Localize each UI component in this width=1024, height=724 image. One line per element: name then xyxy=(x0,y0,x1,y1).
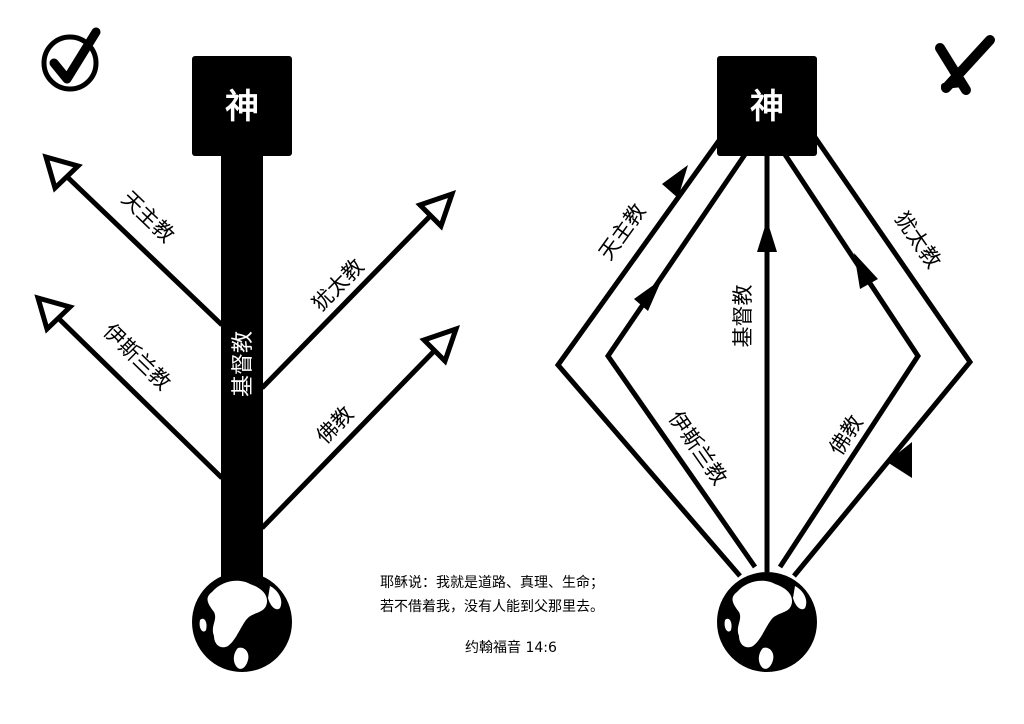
right-panel: 神 天主教 伊斯兰教 基督教 佛教 犹太教 xyxy=(554,35,995,672)
christianity-trunk xyxy=(221,150,263,590)
left-branches xyxy=(50,168,442,530)
arrowhead-christianity-right-icon xyxy=(757,220,777,252)
god-label-right: 神 xyxy=(750,87,784,127)
label-christianity-right: 基督教 xyxy=(731,285,755,348)
arrowhead-buddhism-icon xyxy=(419,324,461,366)
verse-line-1: 耶稣说：我就是道路、真理、生命； xyxy=(380,574,604,591)
right-arrowheads xyxy=(634,165,912,478)
cross-mark-icon xyxy=(935,35,995,95)
path-catholic xyxy=(554,126,742,578)
path-islam xyxy=(604,148,758,569)
god-box-left xyxy=(192,56,292,156)
arrowhead-catholic-icon xyxy=(42,153,83,193)
check-mark-icon xyxy=(41,27,101,92)
arrowhead-islam-icon xyxy=(34,294,75,334)
branch-catholic xyxy=(58,168,224,327)
label-buddhism-right: 佛教 xyxy=(825,411,868,459)
god-box-right xyxy=(717,56,817,156)
label-catholic-right: 天主教 xyxy=(594,199,650,264)
label-catholic-left: 天主教 xyxy=(117,187,179,248)
globe-left-icon xyxy=(192,572,292,672)
arrowhead-judaism-right-icon xyxy=(887,442,912,478)
arrowhead-buddhism-right-icon xyxy=(854,253,878,289)
arrowhead-judaism-icon xyxy=(415,189,457,231)
left-arrowheads xyxy=(34,153,461,366)
god-label-left: 神 xyxy=(225,87,259,127)
label-islam-left: 伊斯兰教 xyxy=(98,319,175,395)
branch-islam xyxy=(50,310,224,480)
branch-buddhism xyxy=(260,343,442,530)
trunk-label: 基督教 xyxy=(231,331,256,397)
verse-line-2: 若不借着我，没有人能到父那里去。 xyxy=(380,599,604,615)
globe-right-icon xyxy=(717,572,817,672)
label-buddhism-left: 佛教 xyxy=(312,402,358,449)
arrowhead-islam-right-icon xyxy=(634,279,662,311)
path-buddhism xyxy=(777,148,921,569)
arrowhead-catholic-right-icon xyxy=(662,165,688,198)
path-judaism xyxy=(792,128,974,578)
right-paths xyxy=(554,126,974,578)
verse-block: 耶稣说：我就是道路、真理、生命； 若不借着我，没有人能到父那里去。 约翰福音 1… xyxy=(380,574,604,656)
label-judaism-right: 犹太教 xyxy=(890,207,946,272)
branch-judaism xyxy=(260,208,438,390)
verse-reference: 约翰福音 14:6 xyxy=(465,639,557,656)
